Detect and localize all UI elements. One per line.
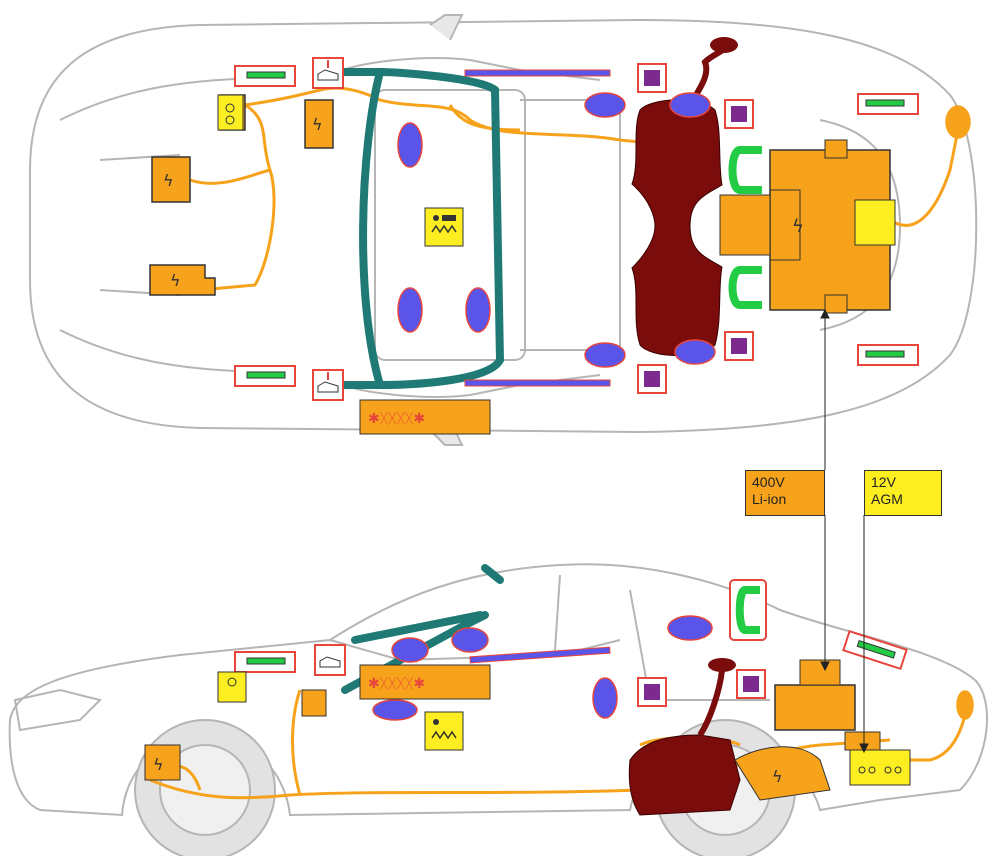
seatbelt-tensioners-top <box>234 65 919 387</box>
airbags-side <box>372 615 974 721</box>
fuse-box-icon <box>217 94 244 131</box>
battery-12v-side <box>844 731 911 786</box>
callout-battery-400v: 400V Li-ion <box>745 470 825 516</box>
hv-module-top-left <box>719 194 771 256</box>
fuel-filler-cap-side <box>708 658 736 672</box>
lightning-bolt-icon: ϟ <box>312 115 323 134</box>
lightning-bolt-icon: ϟ <box>153 755 164 774</box>
fuse-box-icon <box>217 671 247 703</box>
rollover-bar-top <box>326 68 505 389</box>
lightning-bolt-icon: ϟ <box>163 171 174 190</box>
lightning-bolt-icon: ϟ <box>772 767 783 786</box>
curtain-airbag-top-left <box>464 69 611 77</box>
seatbelt-tensioners-side <box>234 579 908 673</box>
callout-12v-type: AGM <box>871 491 903 507</box>
callout-12v-voltage: 12V <box>871 474 896 490</box>
fuel-filler-cap-top <box>710 37 738 53</box>
hv-control-unit-side-mid <box>301 689 327 717</box>
callout-battery-12v: 12V AGM <box>864 470 942 516</box>
gas-spring-icon <box>424 207 464 247</box>
hv-battery-400v-top: ϟ <box>769 139 896 314</box>
airbags-top <box>397 92 971 368</box>
rollover-icon <box>314 644 346 676</box>
curtain-airbag-side <box>469 646 611 664</box>
callout-400v-type: Li-ion <box>752 491 787 507</box>
callout-400v-voltage: 400V <box>752 474 785 490</box>
hv-control-unit-side-front <box>144 744 181 781</box>
callout-leader-lines <box>820 308 869 754</box>
fuel-tank-side <box>628 734 741 816</box>
lightning-bolt-icon: ϟ <box>792 216 804 237</box>
airbag-strip-label-top: ✱ᚷᚷᚷᚷ✱ <box>359 399 491 435</box>
fuel-tank-top <box>631 99 723 356</box>
curtain-airbag-top-right <box>464 379 611 387</box>
hv-battery-400v-side: ϟ <box>734 659 856 801</box>
fuel-filler-pipe-side <box>697 669 725 737</box>
airbag-strip-label-side: ✱ᚷᚷᚷᚷ✱ <box>359 664 491 700</box>
high-voltage-wiring-top <box>189 86 960 292</box>
rollover-icon <box>312 57 344 401</box>
lightning-bolt-icon: ϟ <box>170 271 181 290</box>
crash-sensors-top <box>637 63 754 394</box>
gas-spring-icon <box>424 711 464 751</box>
svg-text:✱ᚷᚷᚷᚷ✱: ✱ᚷᚷᚷᚷ✱ <box>368 676 425 692</box>
crash-sensors-side <box>637 669 766 707</box>
svg-text:✱ᚷᚷᚷᚷ✱: ✱ᚷᚷᚷᚷ✱ <box>368 411 425 427</box>
